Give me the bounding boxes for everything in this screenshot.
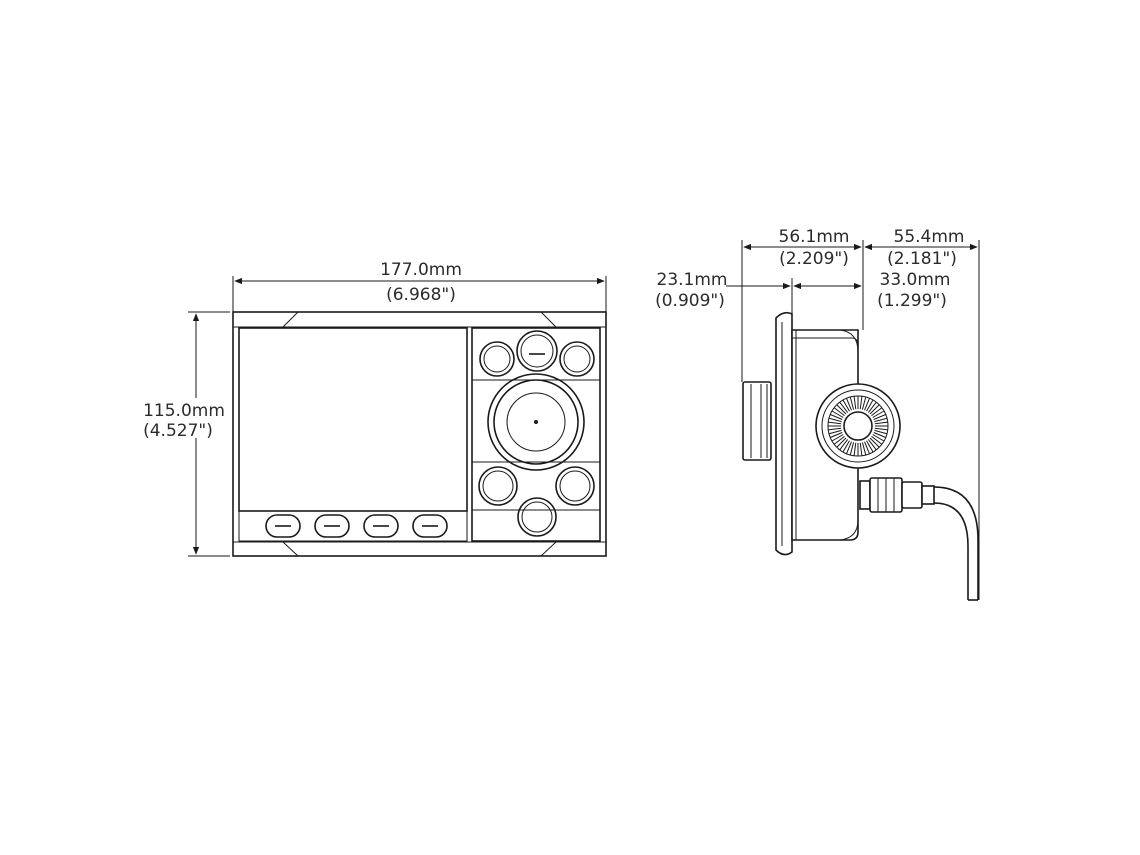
knob-ridge — [873, 432, 886, 438]
knob-ridge — [828, 417, 842, 423]
softkey-1 — [265, 514, 301, 538]
softkey-bar — [238, 510, 468, 542]
width-dimension: 177.0mm (6.968") — [232, 260, 607, 318]
knob-ridge — [830, 432, 843, 438]
knob-ridge — [869, 437, 880, 448]
display-screen — [238, 327, 468, 512]
knob-ridge — [869, 404, 880, 415]
body-depth-mm-label: 33.0mm — [880, 270, 951, 290]
knob-ridge — [842, 440, 850, 453]
knob-ridge — [864, 398, 870, 411]
height-dimension: 115.0mm (4.527") — [140, 311, 230, 557]
cable-connector — [859, 477, 935, 513]
knob-ridge — [867, 439, 877, 451]
side-view: 56.1mm (2.209") 55.4mm (2.181") 23.1mm (… — [655, 227, 980, 601]
knob-ridge — [861, 442, 867, 456]
total-depth-mm-label: 56.1mm — [779, 227, 850, 247]
rear-depth-dimension: 55.4mm (2.181") — [864, 227, 978, 269]
knob-ridge — [867, 401, 877, 413]
knob-ridge — [836, 404, 847, 415]
top-center-button — [516, 330, 558, 372]
knob-ridge — [866, 399, 874, 412]
rotary-knob — [487, 373, 585, 471]
knob-ridge — [853, 396, 857, 410]
front-knob-profile — [742, 381, 772, 461]
knob-ridge — [874, 421, 888, 425]
width-mm-label: 177.0mm — [380, 260, 462, 280]
knob-ridge — [859, 396, 863, 410]
knob-ridge — [846, 441, 852, 454]
knob-ridge — [849, 396, 855, 410]
knob-ridge — [839, 401, 849, 413]
knob-ridge — [828, 421, 842, 425]
mounting-knob — [815, 383, 901, 469]
total-depth-dimension: 56.1mm (2.209") — [743, 227, 862, 269]
softkey-2 — [314, 514, 350, 538]
softkey-4 — [412, 514, 448, 538]
knob-ridge — [831, 434, 844, 442]
knob-ridge — [859, 442, 863, 456]
knob-ridge — [828, 429, 842, 435]
knob-ridge — [833, 435, 845, 445]
knob-ridge — [849, 442, 855, 456]
top-left-button — [479, 341, 515, 377]
knob-ridge — [828, 427, 842, 431]
knob-ridge — [836, 437, 847, 448]
knob-ridge — [842, 399, 850, 412]
knob-ridge — [872, 410, 885, 418]
top-right-button — [559, 341, 595, 377]
keypad-panel — [471, 327, 601, 542]
knob-ridge — [871, 407, 883, 417]
front-protrusion-dimension: 23.1mm (0.909") — [655, 270, 791, 311]
rear-depth-mm-label: 55.4mm — [894, 227, 965, 247]
knob-ridge — [874, 427, 888, 431]
knob-ridge — [830, 414, 843, 420]
width-in-label: (6.968") — [386, 285, 456, 305]
height-in-label: (4.527") — [143, 421, 213, 441]
knob-ridge — [861, 396, 867, 410]
knob-ridge — [872, 434, 885, 442]
bezel-profile — [775, 311, 793, 556]
knob-ridge — [864, 441, 870, 454]
total-depth-in-label: (2.209") — [779, 249, 849, 269]
knob-ridge — [866, 440, 874, 453]
front-protrusion-in-label: (0.909") — [655, 291, 725, 311]
knob-ridge — [874, 417, 888, 423]
knob-ridge — [839, 439, 849, 451]
knob-ridge — [853, 442, 857, 456]
softkey-3 — [363, 514, 399, 538]
knob-ridge — [833, 407, 845, 417]
bottom-left-button — [478, 466, 518, 506]
front-protrusion-mm-label: 23.1mm — [657, 270, 728, 290]
front-view: 177.0mm (6.968") 115.0mm (4.527") — [140, 260, 607, 557]
body-depth-dimension: 33.0mm (1.299") — [793, 270, 951, 311]
knob-ridge — [846, 398, 852, 411]
rear-depth-in-label: (2.181") — [887, 249, 957, 269]
cable — [933, 486, 979, 601]
knob-ridge — [871, 435, 883, 445]
front-bezel — [232, 311, 607, 557]
height-mm-label: 115.0mm — [143, 401, 225, 421]
body-depth-in-label: (1.299") — [877, 291, 947, 311]
knob-ridge — [873, 414, 886, 420]
knob-ridge — [874, 429, 888, 435]
bottom-right-button — [555, 466, 595, 506]
knob-ridge — [831, 410, 844, 418]
bottom-center-button — [517, 497, 557, 537]
